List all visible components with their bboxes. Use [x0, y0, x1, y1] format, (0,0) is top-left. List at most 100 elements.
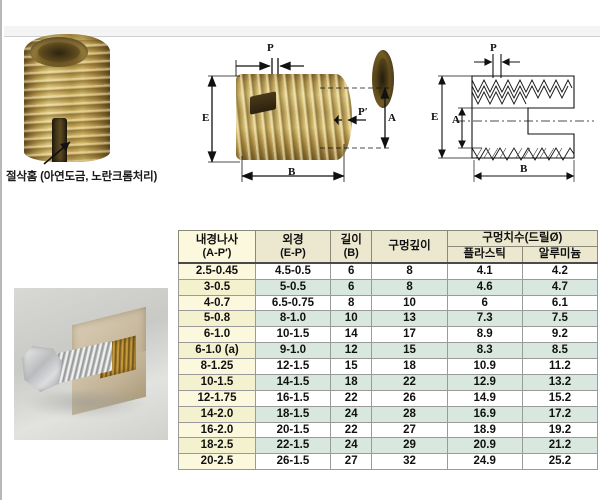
cell-length: 24 [329, 437, 373, 455]
cell-thread: 4-0.7 [178, 294, 256, 312]
cell-length: 12 [329, 342, 373, 359]
cell-thread: 5-0.8 [178, 310, 256, 328]
cell-hole-depth: 8 [371, 278, 448, 296]
cell-outer: 5-0.5 [254, 278, 331, 296]
insert-body [24, 34, 110, 162]
cell-drill-aluminum: 21.2 [521, 437, 599, 455]
cell-drill-plastic: 4.6 [446, 278, 523, 296]
cell-drill-plastic: 7.3 [446, 310, 523, 328]
cell-drill-plastic: 12.9 [446, 373, 523, 391]
cutting-slot [52, 118, 67, 162]
header-outer-sub: (E-P) [280, 246, 306, 259]
cell-drill-plastic: 6 [446, 294, 523, 312]
cell-hole-depth: 10 [371, 294, 448, 312]
cell-outer: 9-1.0 [254, 342, 331, 359]
cell-thread: 14-2.0 [178, 405, 256, 423]
header-drill-aluminum: 알루미늄 [521, 245, 599, 264]
cell-length: 22 [329, 421, 373, 439]
cell-thread: 6-1.0 [178, 326, 256, 344]
middle-dimension-diagram: P E B P′ A [198, 36, 398, 196]
cell-drill-plastic: 8.3 [446, 342, 523, 359]
middle-bore-inner [377, 58, 389, 100]
cell-hole-depth: 26 [371, 389, 448, 407]
cell-thread: 3-0.5 [178, 278, 256, 296]
cell-outer: 4.5-0.5 [254, 262, 331, 280]
cell-hole-depth: 22 [371, 373, 448, 391]
header-thread-main: 내경나사 [195, 233, 239, 246]
insert-caption: 절삭홈 (아연도금, 노란크롬처리) [6, 171, 158, 183]
cell-thread: 8-1.25 [178, 358, 256, 375]
header-outer: 외경 (E-P) [254, 229, 331, 264]
cell-outer: 18-1.5 [254, 405, 331, 423]
header-drill-group: 구멍치수(드릴Ø) [446, 230, 599, 247]
cell-thread: 16-2.0 [178, 421, 256, 439]
top-frame-line [4, 36, 600, 37]
cell-length: 18 [329, 373, 373, 391]
cell-drill-aluminum: 8.5 [521, 342, 599, 359]
cell-hole-depth: 13 [371, 310, 448, 328]
mid-label-p-prime: P′ [358, 106, 368, 118]
cell-drill-aluminum: 4.2 [521, 262, 599, 280]
header-thread-sub: (A-P′) [202, 246, 232, 259]
cell-drill-aluminum: 11.2 [521, 358, 599, 375]
cell-length: 8 [329, 294, 373, 312]
cell-drill-aluminum: 7.5 [521, 310, 599, 328]
cell-hole-depth: 27 [371, 421, 448, 439]
bolt-assembly-photo [14, 288, 168, 440]
right-section-drawing: P E A B [422, 36, 600, 196]
right-label-a: A [452, 114, 460, 126]
header-length: 길이 (B) [329, 229, 373, 264]
right-label-b: B [520, 163, 528, 175]
table-header-row-1: 내경나사 (A-P′) 외경 (E-P) 길이 (B) 구멍깊이 구멍치수(드릴… [178, 229, 599, 264]
cell-outer: 8-1.0 [254, 310, 331, 328]
cell-outer: 6.5-0.75 [254, 294, 331, 312]
cell-drill-aluminum: 9.2 [521, 326, 599, 344]
cell-drill-aluminum: 25.2 [521, 453, 599, 471]
cell-length: 24 [329, 405, 373, 423]
cell-drill-plastic: 20.9 [446, 437, 523, 455]
cell-outer: 22-1.5 [254, 437, 331, 455]
header-length-sub: (B) [343, 246, 359, 259]
cell-thread: 20-2.5 [178, 453, 256, 471]
cell-drill-aluminum: 13.2 [521, 373, 599, 391]
cell-drill-aluminum: 17.2 [521, 405, 599, 423]
header-drill-plastic: 플라스틱 [446, 245, 523, 264]
bolt-hex-head [22, 346, 62, 392]
cell-drill-plastic: 24.9 [446, 453, 523, 471]
cell-thread: 12-1.75 [178, 389, 256, 407]
cell-drill-aluminum: 6.1 [521, 294, 599, 312]
cell-length: 27 [329, 453, 373, 471]
right-label-e: E [431, 111, 439, 123]
cell-hole-depth: 18 [371, 358, 448, 375]
cell-thread: 10-1.5 [178, 373, 256, 391]
bolt-shadow [26, 392, 144, 418]
cell-length: 14 [329, 326, 373, 344]
cell-hole-depth: 32 [371, 453, 448, 471]
header-length-main: 길이 [340, 233, 362, 246]
right-label-p: P [490, 42, 497, 54]
mid-label-e: E [202, 112, 210, 124]
cell-drill-plastic: 10.9 [446, 358, 523, 375]
cell-length: 22 [329, 389, 373, 407]
cell-length: 10 [329, 310, 373, 328]
header-hole-depth: 구멍깊이 [371, 229, 448, 264]
cell-hole-depth: 29 [371, 437, 448, 455]
table-header: 내경나사 (A-P′) 외경 (E-P) 길이 (B) 구멍깊이 구멍치수(드릴… [178, 229, 599, 264]
cell-drill-plastic: 16.9 [446, 405, 523, 423]
cell-length: 6 [329, 278, 373, 296]
cell-outer: 10-1.5 [254, 326, 331, 344]
top-band [4, 26, 600, 36]
cell-drill-plastic: 4.1 [446, 262, 523, 280]
cell-length: 15 [329, 358, 373, 375]
cell-drill-aluminum: 19.2 [521, 421, 599, 439]
header-outer-main: 외경 [282, 233, 304, 246]
cell-outer: 26-1.5 [254, 453, 331, 471]
